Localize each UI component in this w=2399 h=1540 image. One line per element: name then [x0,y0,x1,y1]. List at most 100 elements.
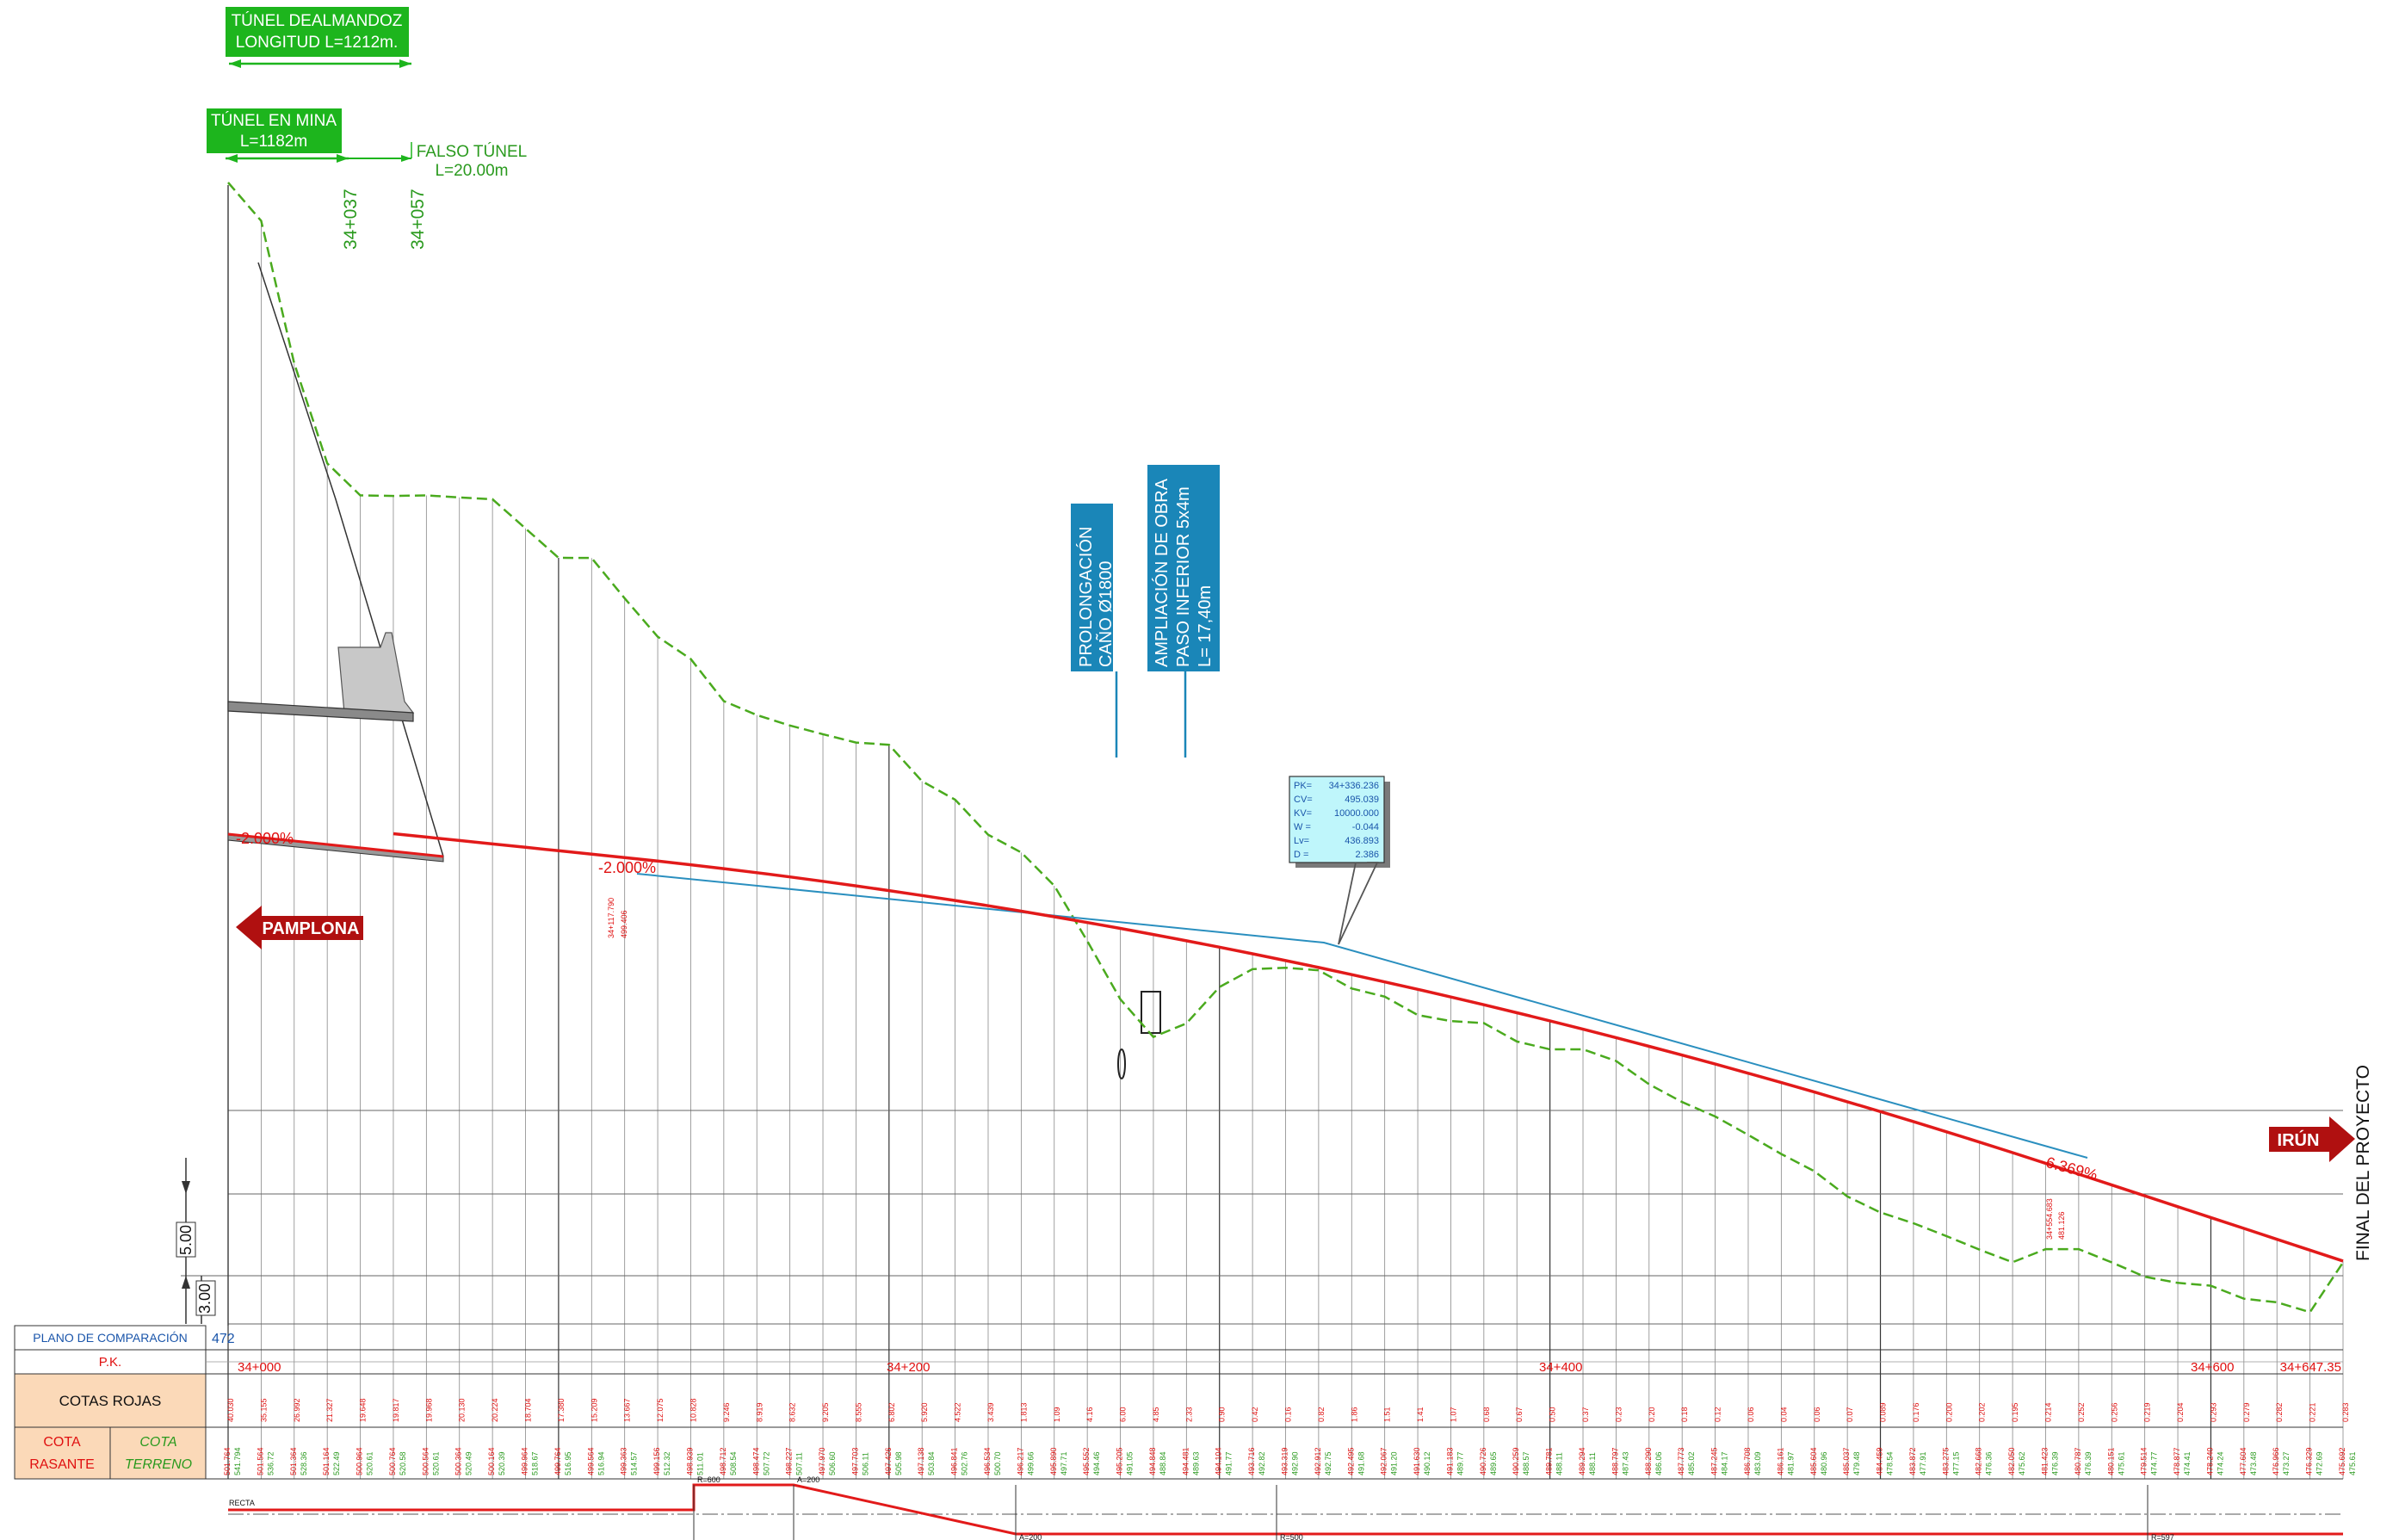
cota-roja-cell: 10.828 [689,1398,697,1422]
cota-roja-cell: 8.632 [788,1402,797,1422]
cota-rasante-cell: 496.534 [983,1447,992,1475]
cota-rasante-cell: 499.764 [553,1447,562,1475]
cota-terreno-cell: 516.94 [597,1451,605,1475]
cota-rasante-cell: 475.692 [2338,1447,2346,1475]
cota-roja-cell: 0.04 [1779,1407,1788,1422]
cota-roja-cell: 26.992 [293,1398,301,1422]
cota-terreno-cell: 484.17 [1721,1451,1729,1475]
cota-terreno-cell: 475.61 [2348,1451,2357,1475]
cota-rasante-cell: 498.939 [685,1447,694,1475]
cota-rasante-cell: 501.164 [322,1447,331,1475]
tangent-point-1-pk: 34+117.790 [607,898,615,938]
cota-rasante-cell: 496.217 [1016,1447,1024,1475]
cota-rasante-cell: 494.848 [1148,1447,1157,1475]
cota-terreno-cell: 506.60 [828,1451,837,1475]
cota-roja-cell: 0.282 [2275,1402,2284,1422]
cota-roja-cell: 0.06 [1747,1407,1755,1422]
cota-terreno-cell: 473.27 [2282,1451,2291,1475]
tunnel-length: LONGITUD L=1212m. [236,34,399,52]
vc-value: 10000.000 [1334,808,1379,819]
svg-text:IRÚN: IRÚN [2278,1129,2320,1150]
cota-roja-cell: 19.648 [359,1398,368,1422]
svg-text:AMPLIACIÓN DE OBRA: AMPLIACIÓN DE OBRA [1152,478,1172,667]
svg-text:R=597: R=597 [2151,1533,2174,1540]
cota-terreno-cell: 508.54 [729,1451,738,1475]
cota-roja-cell: 0.07 [1846,1407,1854,1422]
cota-terreno-cell: 486.06 [1654,1451,1663,1475]
cota-rasante-cell: 484.459 [1876,1447,1884,1475]
direction-arrow-pamplona: PAMPLONA [236,906,363,949]
cota-rasante-cell: 500.364 [454,1447,463,1475]
mine-title: TÚNEL EN MINA [211,111,337,130]
vc-key: Lv= [1294,836,1309,846]
cota-rasante-cell: 495.890 [1049,1447,1058,1475]
cota-roja-cell: 12.075 [656,1398,665,1422]
cota-rasante-cell: 499.363 [620,1447,628,1475]
cota-roja-cell: 0.67 [1515,1407,1524,1422]
cota-rasante-cell: 490.259 [1512,1447,1520,1475]
cota-rasante-cell: 483.872 [1908,1447,1917,1475]
svg-text:RECTA: RECTA [229,1499,255,1507]
cota-roja-cell: 8.919 [755,1402,764,1422]
cota-roja-cell: 6.00 [1119,1407,1128,1422]
cota-terreno-cell: 507.11 [795,1452,804,1475]
cota-roja-cell: 1.41 [1416,1407,1425,1422]
cota-terreno-cell: 476.36 [1985,1451,1994,1475]
tangent-point-2-pk: 34+554.683 [2045,1198,2054,1240]
cota-rasante-cell: 498.474 [751,1447,760,1475]
cota-terreno-cell: 483.09 [1753,1451,1762,1475]
cota-terreno-cell: 489.77 [1456,1451,1464,1475]
cota-rasante-cell: 500.164 [487,1447,496,1475]
cota-terreno-cell: 472.69 [2316,1451,2324,1475]
svg-text:CAÑO Ø1800: CAÑO Ø1800 [1095,561,1116,667]
tangent-point-1-z: 499.406 [620,910,628,938]
vc-value: -0.044 [1352,822,1379,832]
cota-roja-cell: 0.279 [2242,1402,2251,1422]
cota-rasante-cell: 495.205 [1116,1447,1124,1475]
cota-terreno-cell: 511.01 [696,1452,704,1475]
cota-roja-cell: 9.205 [821,1402,830,1422]
cota-rasante-cell: 500.964 [356,1447,364,1475]
pk-mark-34-057: 34+057 [408,189,428,250]
cota-rasante-cell: 500.564 [421,1447,430,1475]
cota-roja-cell: 20.130 [458,1398,467,1422]
cota-roja-cell: 0.18 [1680,1407,1689,1422]
svg-text:PASO INFERIOR 5x4m: PASO INFERIOR 5x4m [1174,486,1193,667]
cota-rasante-cell: 499.564 [586,1447,595,1475]
cota-rasante-cell: 492.912 [1314,1447,1322,1475]
cota-terreno-cell: 477.91 [1919,1451,1927,1475]
cota-roja-cell: 0.214 [2043,1402,2052,1422]
grade-label-2: -2.000% [598,859,656,876]
vc-key: CV= [1294,795,1313,805]
cota-terreno-cell: 507.72 [762,1451,770,1475]
culvert-symbol [1117,991,1161,1079]
cota-rasante-cell: 493.319 [1281,1447,1289,1475]
cota-terreno-cell: 487.43 [1621,1451,1629,1475]
alignment-diagram: RECTA R=600 A=200 A=200 R=500 R=597 [228,1475,2343,1540]
tunnel-title: TÚNEL DEALMANDOZ [232,11,403,30]
cota-terreno-cell: 492.82 [1258,1451,1266,1475]
pk-label: 34+647.35 [2280,1360,2341,1375]
structure-callout-underpass: AMPLIACIÓN DE OBRA PASO INFERIOR 5x4m L=… [1147,465,1220,758]
svg-text:PAMPLONA: PAMPLONA [263,919,360,938]
cota-roja-cell: 0.252 [2077,1402,2086,1422]
direction-arrow-irun: IRÚN [2269,1116,2355,1162]
cota-rasante-cell: 497.426 [884,1447,893,1475]
cota-rasante-cell: 476.966 [2272,1447,2280,1475]
svg-text:3.00: 3.00 [196,1283,213,1314]
cota-roja-cell: 21.327 [325,1398,334,1422]
cota-roja-cell: 5.920 [920,1402,929,1422]
tangent-point-2-z: 481.126 [2057,1211,2066,1240]
cota-rasante-cell: 485.037 [1842,1447,1851,1475]
cota-rasante-cell: 488.290 [1644,1447,1653,1475]
cota-rasante-cell: 478.877 [2173,1447,2181,1475]
cota-roja-cell: 1.09 [1053,1407,1061,1422]
cota-terreno-cell: 502.76 [961,1451,969,1475]
cota-terreno-cell: 520.61 [431,1451,440,1475]
svg-text:L= 17,40m: L= 17,40m [1196,585,1215,667]
tunnel-header: TÚNEL DEALMANDOZ LONGITUD L=1212m. TÚNEL… [207,7,527,250]
grade-label-3: -6.369% [2039,1153,2099,1184]
cota-terreno-cell: 514.57 [630,1451,639,1475]
